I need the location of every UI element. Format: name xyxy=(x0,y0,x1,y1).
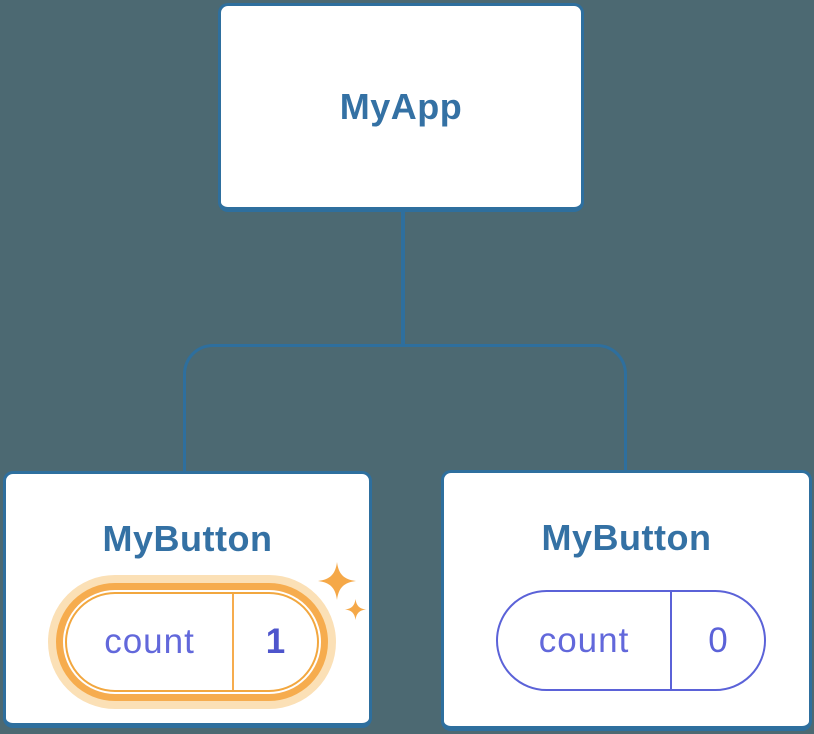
node-title: MyButton xyxy=(102,518,273,559)
state-pill-highlighted: count 1 xyxy=(65,592,319,692)
sparkle-icon xyxy=(345,599,366,620)
edge-children-bracket xyxy=(183,344,627,472)
node-title: MyButton xyxy=(541,517,712,558)
sparkle-icon xyxy=(318,562,356,600)
tree-node-mybutton-1: MyButton count 1 xyxy=(3,471,372,728)
state-pill: count 0 xyxy=(496,590,766,691)
state-value: 1 xyxy=(232,594,317,690)
state-value: 0 xyxy=(670,592,764,689)
edge-parent-stem xyxy=(401,210,405,346)
state-key-label: count xyxy=(538,620,630,660)
node-title: MyApp xyxy=(339,85,463,127)
tree-node-myapp: MyApp xyxy=(218,3,584,212)
tree-node-mybutton-2: MyButton count 0 xyxy=(441,470,812,731)
state-key-label: count xyxy=(104,622,195,661)
